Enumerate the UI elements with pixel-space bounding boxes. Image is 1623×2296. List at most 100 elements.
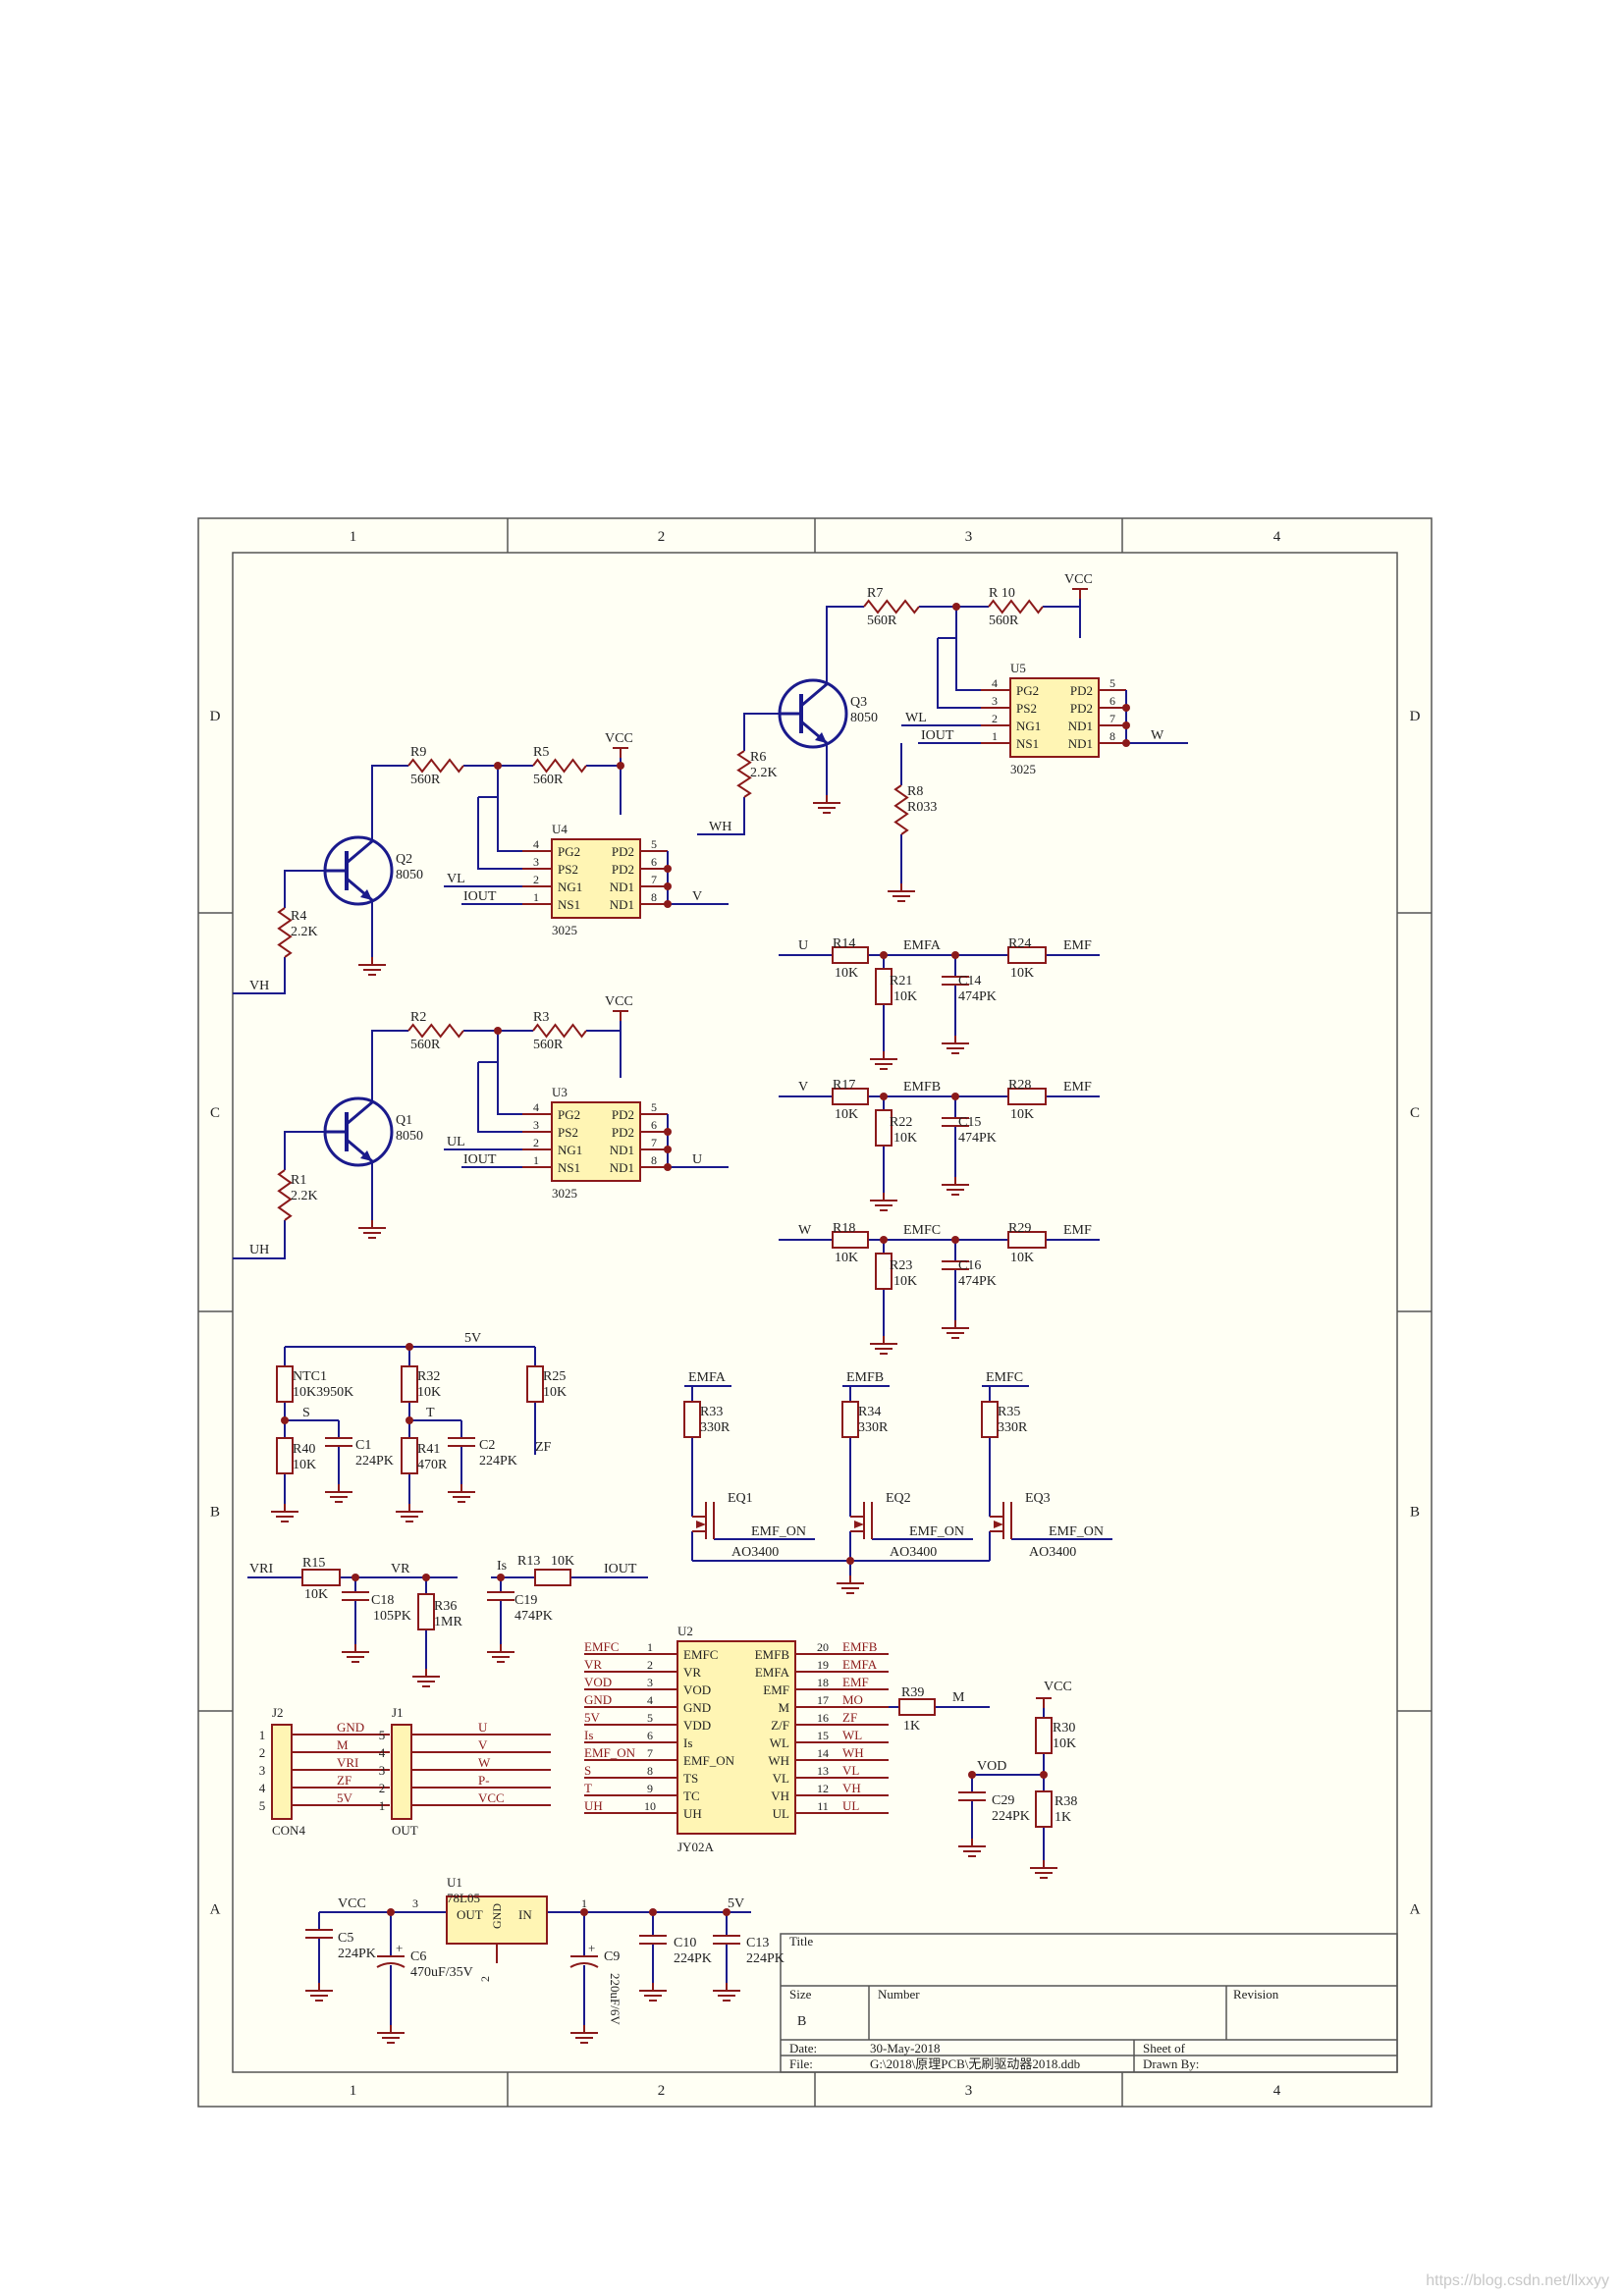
c16-value: 474PK <box>958 1274 997 1289</box>
j2-net: 5V <box>337 1790 353 1805</box>
net-emf: EMF <box>1063 1223 1092 1238</box>
pin-number: 7 <box>651 873 657 886</box>
u2-left-pin-name: Is <box>683 1735 692 1750</box>
column-label-top: 4 <box>1273 529 1281 545</box>
mosfet-arrow <box>696 1521 706 1528</box>
mosfet-ref: EQ3 <box>1025 1491 1051 1506</box>
pin-name: PD2 <box>1070 683 1093 698</box>
pin-number: 4 <box>533 837 539 851</box>
c6-value: 470uF/35V <box>410 1965 473 1980</box>
c14-value: 474PK <box>958 989 997 1004</box>
c18-value: 105PK <box>373 1609 411 1624</box>
u1-gnd-label: GND <box>490 1903 504 1929</box>
j2-pin-number: 4 <box>259 1781 266 1795</box>
j1-body <box>391 1724 412 1820</box>
c19-ref: C19 <box>514 1593 537 1608</box>
u2-left-net: T <box>584 1781 592 1795</box>
capacitor-plate-curved <box>376 1962 406 1968</box>
u2-right-pin-number: 15 <box>817 1729 829 1742</box>
c29-value: 224PK <box>992 1809 1030 1824</box>
u2-right-pin-name: EMFB <box>755 1647 790 1662</box>
pin-number: 5 <box>1109 676 1115 690</box>
c16-ref: C16 <box>958 1258 981 1273</box>
r4-ref: R4 <box>291 909 306 924</box>
transistor-collector <box>800 682 828 708</box>
wire <box>937 638 982 709</box>
junction-dot <box>664 1163 672 1171</box>
net-v: V <box>798 1080 808 1095</box>
resistor-box <box>875 968 893 1005</box>
net-v: V <box>692 889 702 904</box>
c13-value: 224PK <box>746 1951 784 1966</box>
wire <box>371 765 408 841</box>
driver-ic-ref: U4 <box>552 822 568 836</box>
r10-value: 560R <box>989 614 1019 628</box>
r17-ref: R17 <box>833 1078 855 1093</box>
pin-number: 5 <box>651 1100 657 1114</box>
r25-value: 10K <box>543 1385 567 1400</box>
resistor-box <box>898 1698 936 1716</box>
column-label-bottom: 3 <box>965 2083 973 2099</box>
u2-left-net: GND <box>584 1692 612 1707</box>
pin-number: 7 <box>1109 712 1115 725</box>
r4-value: 2.2K <box>291 925 318 939</box>
u2-left-pin-name: TC <box>683 1789 700 1803</box>
junction-dot <box>406 1416 413 1424</box>
u2-right-pin-name: WH <box>768 1753 789 1768</box>
pin-name: NG1 <box>1016 719 1041 733</box>
u2-left-pin-name: EMFC <box>683 1647 718 1662</box>
r8-ref: R8 <box>907 784 923 799</box>
junction-dot <box>846 1557 854 1565</box>
file-value: G:\2018\原理PCB\无刷驱动器2018.ddb <box>870 2056 1080 2071</box>
pin-name: PS2 <box>558 862 578 877</box>
column-label-top: 2 <box>658 529 666 545</box>
mosfet-net-label: EMFA <box>688 1370 727 1385</box>
u1-in-label: IN <box>518 1907 532 1922</box>
junction-dot <box>664 882 672 890</box>
j2-ref: J2 <box>272 1705 284 1720</box>
r3-ref: R3 <box>533 1010 549 1025</box>
pin-name: ND1 <box>610 897 634 912</box>
junction-dot <box>664 1128 672 1136</box>
resistor-box <box>534 1569 571 1586</box>
wire <box>826 606 864 684</box>
u2-left-net: Is <box>584 1728 593 1742</box>
j2-net: M <box>337 1737 349 1752</box>
net-u: U <box>692 1152 702 1167</box>
resistor-zigzag <box>407 758 464 774</box>
r15-ref: R15 <box>302 1556 325 1571</box>
u2-left-pin-number: 10 <box>644 1799 656 1813</box>
resistor-box <box>1035 1717 1053 1754</box>
net-ul: UL <box>447 1135 465 1149</box>
pin-number: 3 <box>533 1118 539 1132</box>
ntc1-ref: NTC1 <box>293 1369 327 1384</box>
pin-number: 5 <box>651 837 657 851</box>
r28-value: 10K <box>1010 1107 1034 1122</box>
pin-name: ND1 <box>1068 736 1093 751</box>
u2-right-pin-name: EMFA <box>755 1665 790 1680</box>
ntc1-value: 10K3950K <box>293 1385 353 1400</box>
pin-number: 2 <box>533 873 539 886</box>
j1-pin-number: 1 <box>379 1798 386 1813</box>
u2-left-pin-number: 7 <box>647 1746 653 1760</box>
row-label-left: A <box>210 1902 221 1918</box>
r32-value: 10K <box>417 1385 441 1400</box>
junction-dot <box>880 1093 888 1100</box>
u2-left-pin-number: 5 <box>647 1711 653 1725</box>
r13-ref: R13 <box>517 1554 540 1569</box>
net-s: S <box>302 1406 310 1420</box>
j1-ref: J1 <box>392 1705 404 1720</box>
column-label-bottom: 2 <box>658 2083 666 2099</box>
u2-left-pin-name: VR <box>683 1665 701 1680</box>
pin-name: PD2 <box>612 1107 634 1122</box>
revision-label: Revision <box>1233 1987 1279 2002</box>
r24-ref: R24 <box>1008 936 1031 951</box>
c29-ref: C29 <box>992 1793 1014 1808</box>
u2-right-net: MO <box>842 1692 863 1707</box>
r30-ref: R30 <box>1053 1721 1075 1735</box>
r3-value: 560R <box>533 1038 564 1052</box>
column-label-top: 1 <box>350 529 357 545</box>
j1-net: V <box>478 1737 488 1752</box>
row-label-right: A <box>1410 1902 1421 1918</box>
junction-dot <box>422 1574 430 1581</box>
